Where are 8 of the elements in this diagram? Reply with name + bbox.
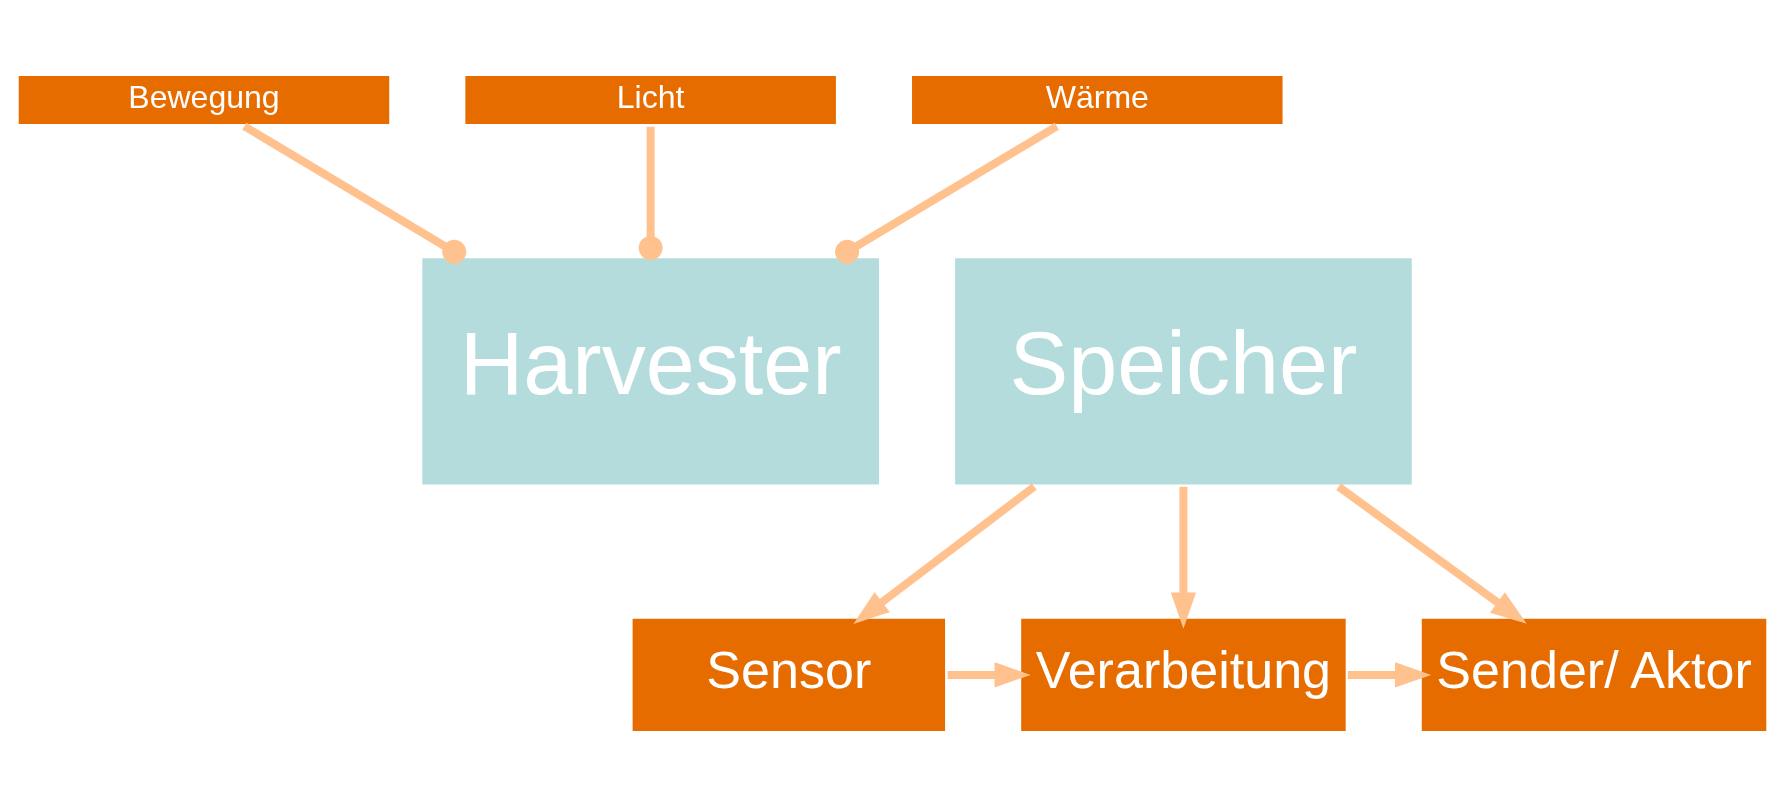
- arrow: [1347, 661, 1432, 688]
- connector: [638, 126, 663, 260]
- connector: [242, 122, 467, 264]
- arrow: [853, 482, 1037, 624]
- arrow: [1170, 486, 1197, 629]
- arrow: [947, 661, 1031, 688]
- arrow: [1336, 482, 1527, 624]
- connector: [835, 122, 1059, 264]
